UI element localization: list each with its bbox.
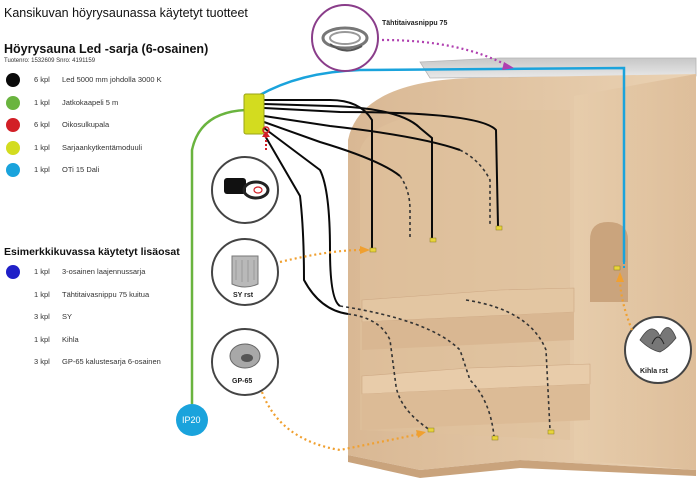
set-title: Höyrysauna Led -sarja (6-osainen) [4,42,209,56]
ip20-circle [176,404,208,436]
list-item: 6 kpl Led 5000 mm johdolla 3000 K [6,70,226,93]
star-bundle-label: Tähtitaivasnippu 75 [382,20,448,27]
green-dot-icon [6,95,20,110]
list-item: 1 kpl 3-osainen laajennussarja [6,262,226,285]
list-item: 1 kpl Sarjaankytkentämoduuli [6,138,226,161]
list-item: 1 kpl Jatkokaapeli 5 m [6,93,226,116]
ip20-label: IP20 [182,415,201,425]
list-item: 3 kpl GP-65 kalustesarja 6-osainen [34,357,161,366]
product-list: 6 kpl Led 5000 mm johdolla 3000 K 1 kpl … [6,70,226,183]
blue-cable [257,66,626,262]
blue-dot-icon [6,163,20,177]
extras-list: 1 kpl 3-osainen laajennussarja 1 kpl Täh… [6,262,226,375]
star-bundle-circle [311,4,379,72]
list-item: 3 kpl SY [34,312,73,321]
list-item: 1 kpl Kihla [34,334,79,344]
list-item: 6 kpl Oikosulkupala [6,115,226,138]
green-cable [190,108,247,404]
serial-module [243,93,265,135]
kihla-label: Kihla rst [640,368,669,375]
extras-title: Esimerkkikuvassa käytetyt lisäosat [4,246,180,258]
red-dot-icon [6,118,20,132]
set-codes: Tuotenro: 1532609 Snro: 4191159 [4,58,96,64]
page-title: Kansikuvan höyrysaunassa käytetyt tuotte… [4,6,248,20]
sy-label: SY rst [233,292,254,299]
sauna-alcove [360,110,570,440]
list-item: 1 kpl Tähtitaivasnippu 75 kuitua [34,289,150,299]
wall-niche [590,222,628,302]
list-item: 1 kpl OTi 15 Dali [6,160,226,183]
gp65-label: GP-65 [232,378,253,385]
bench-upper [361,287,575,323]
yellow-dot-icon [6,140,20,155]
black-dot-icon [6,73,20,87]
purple-dot-icon [6,265,20,279]
